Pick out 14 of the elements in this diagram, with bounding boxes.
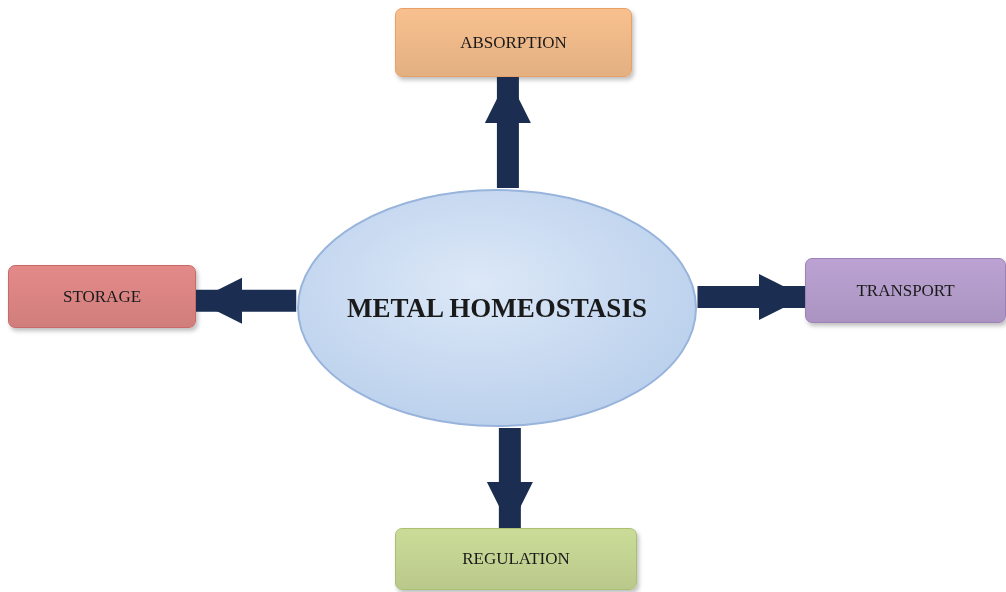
process-box (395, 8, 632, 77)
arrow (486, 427, 533, 528)
arrow (484, 77, 531, 189)
node-label: STORAGE (62, 286, 142, 307)
process-box (395, 528, 637, 590)
process-box (8, 265, 196, 328)
node-label: METAL HOMEOSTASIS (347, 291, 647, 325)
arrow (697, 274, 805, 321)
process-box (805, 258, 1006, 323)
node-label: ABSORPTION (460, 32, 567, 53)
node-label: TRANSPORT (856, 280, 955, 301)
arrow (196, 277, 297, 324)
ellipse-node (296, 188, 698, 428)
node-label: REGULATION (462, 549, 570, 569)
